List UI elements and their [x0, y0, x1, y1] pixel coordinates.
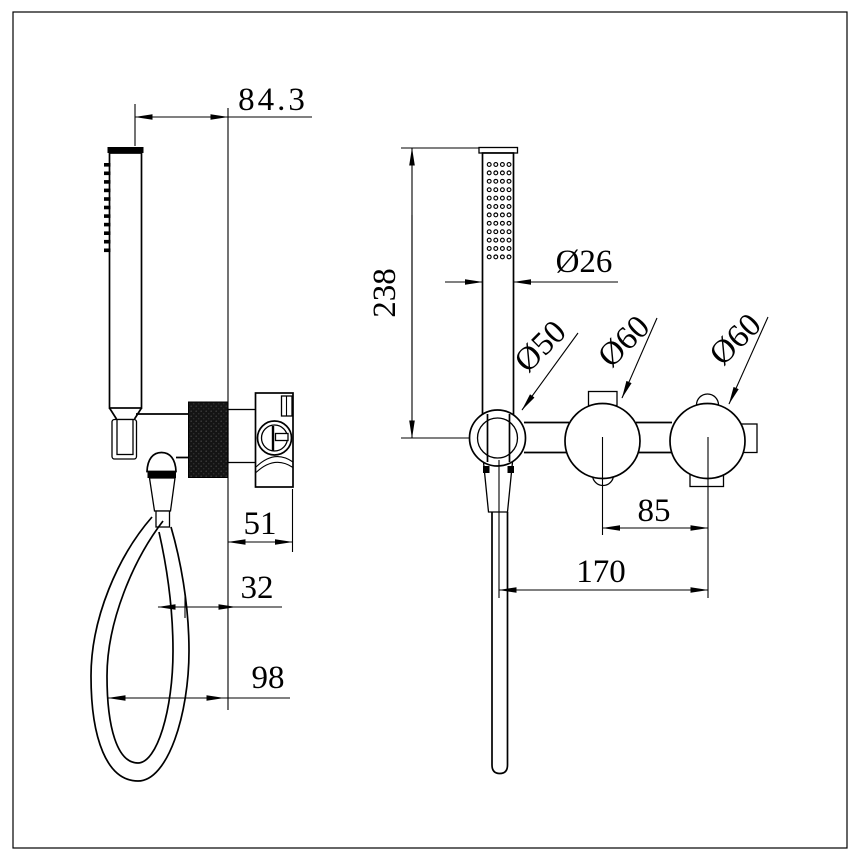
dimension-label-60-right: Ø60: [703, 307, 769, 373]
wall-plate-side: [254, 392, 294, 488]
spray-nozzle-ticks: [104, 163, 111, 253]
dimension-label-84-3: 84.3: [238, 82, 308, 118]
holder-ring-inner: [476, 417, 519, 459]
dim-wand-diameter: Ø26: [445, 244, 618, 285]
dimension-label-170: 170: [576, 554, 626, 590]
dimension-label-51: 51: [244, 506, 277, 542]
spray-dot-grid: [486, 162, 512, 260]
side-view: 84.3: [90, 82, 312, 782]
front-view: 238 Ø26: [367, 146, 769, 775]
holder-arm: [136, 413, 189, 459]
dim-left-knob-diameter: Ø60: [591, 309, 658, 399]
dim-valve-depth: 51: [227, 489, 294, 552]
drawing-border: [12, 11, 848, 849]
dim-wand-offset: 84.3: [134, 82, 312, 146]
dim-right-knob-diameter: Ø60: [703, 307, 769, 405]
dimension-label-98: 98: [252, 660, 285, 696]
right-knob: [669, 393, 746, 598]
hose-connector-side: [146, 451, 177, 528]
valve-body-side: [227, 408, 257, 464]
dimension-label-50: Ø50: [508, 314, 574, 380]
dim-holder-diameter: Ø50: [508, 314, 579, 411]
wand-through-holder: [486, 414, 511, 462]
dimension-label-238: 238: [367, 268, 403, 318]
plate-swoosh: [255, 456, 294, 473]
holder-assembly-front: [468, 409, 527, 775]
dim-hose-loop-width: 98: [107, 660, 290, 701]
wand-cap: [107, 147, 144, 153]
handshower-wand-side: [104, 147, 144, 460]
dim-knob-spacing: 85: [602, 493, 709, 531]
dim-hose-clearance: 32: [157, 570, 282, 618]
knurled-knob-side: [188, 401, 229, 478]
hose-front: [491, 512, 509, 765]
handshower-wand-front: [478, 146, 519, 416]
dim-wand-length: 238: [367, 147, 480, 439]
dimension-label-26: Ø26: [556, 244, 613, 280]
dimension-label-32: 32: [241, 570, 274, 606]
left-knob: [564, 390, 641, 535]
wand-grip-end: [116, 418, 134, 456]
hose-loop: [90, 516, 190, 782]
dim-overall-width: 170: [498, 460, 709, 598]
dimension-label-60-left: Ø60: [591, 309, 657, 375]
dimension-label-85: 85: [638, 493, 671, 529]
